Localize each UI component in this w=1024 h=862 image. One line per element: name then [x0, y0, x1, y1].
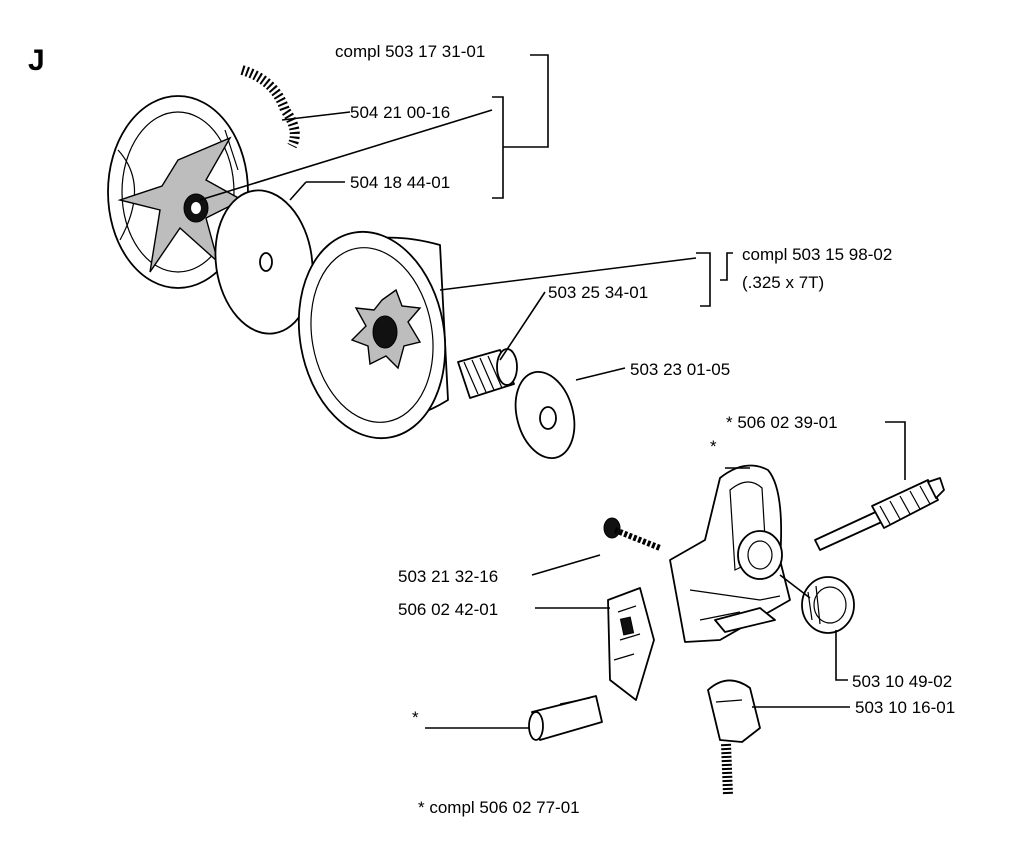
pin-part [528, 695, 603, 741]
label-drum-assembly: compl 503 15 98-02 [742, 245, 892, 264]
label-oil-pump-shaft: * 506 02 39-01 [726, 413, 838, 432]
oil-pump-body-part [669, 464, 791, 643]
label-pump-body: * [710, 437, 717, 456]
label-clutch-assembly: compl 503 17 31-01 [335, 42, 485, 61]
leader-lines [199, 54, 906, 729]
spring-part [240, 65, 300, 149]
needle-bearing-part [457, 348, 518, 399]
label-worm-gear-cover: 506 02 42-01 [398, 600, 498, 619]
washer-plate-part [214, 189, 314, 335]
label-pin: * [412, 708, 419, 727]
washer-part [514, 370, 576, 460]
label-drum-spec: (.325 x 7T) [742, 273, 824, 292]
clutch-shoe-part [107, 95, 249, 289]
label-plug: 503 10 49-02 [852, 672, 952, 691]
label-screw: 503 21 32-16 [398, 567, 498, 586]
label-needle-bearing: 503 25 34-01 [548, 283, 648, 302]
section-letter: J [28, 44, 45, 77]
label-washer: 503 23 01-05 [630, 360, 730, 379]
label-washer-plate: 504 18 44-01 [350, 173, 450, 192]
label-oil-pump-assembly: * compl 506 02 77-01 [418, 798, 580, 817]
worm-gear-cover-part [607, 587, 655, 701]
hose-fitting-part [707, 679, 761, 796]
plug-part [801, 576, 855, 634]
label-spring: 504 21 00-16 [350, 103, 450, 122]
label-hose-fitting: 503 10 16-01 [855, 698, 955, 717]
pump-shaft-part [814, 477, 945, 551]
screw-part [603, 517, 662, 551]
clutch-drum-part [297, 230, 449, 440]
